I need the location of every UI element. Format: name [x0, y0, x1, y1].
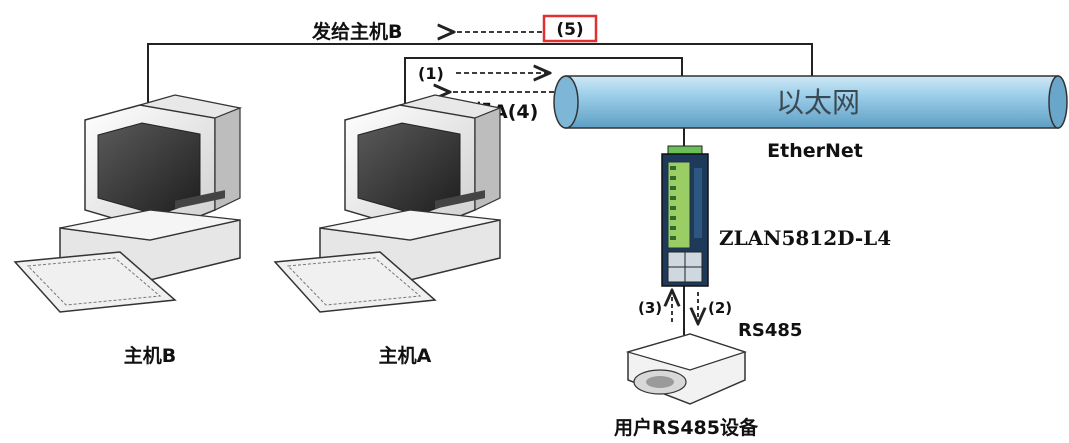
host-a-computer-icon [273, 94, 503, 313]
network-label-cn: 以太网 [776, 86, 860, 119]
device-model-label: ZLAN5812D-L4 [719, 226, 891, 250]
network-label-en: EtherNet [767, 140, 863, 162]
host-b-computer-icon [13, 94, 243, 313]
ethernet-pipe [553, 75, 1068, 129]
user-device-label: 用户RS485设备 [614, 416, 759, 439]
wiring [147, 43, 813, 335]
rs485-label: RS485 [738, 320, 802, 341]
send-to-host-b-label: 发给主机B [311, 20, 402, 43]
host-a-label: 主机A [379, 345, 432, 367]
step5-box [542, 14, 598, 43]
rs485-device-icon [625, 333, 747, 405]
rs485-arrows [672, 292, 698, 322]
step3-label: (3) [638, 299, 662, 317]
step2-label: (2) [708, 299, 732, 317]
step5-label: (5) [556, 20, 583, 40]
host-a-cable [404, 57, 683, 110]
host-b-cable [147, 43, 813, 108]
zlan-device-icon [661, 145, 709, 287]
message-arrows [448, 32, 554, 92]
step1-label: (1) [418, 64, 444, 83]
host-b-label: 主机B [124, 345, 176, 367]
